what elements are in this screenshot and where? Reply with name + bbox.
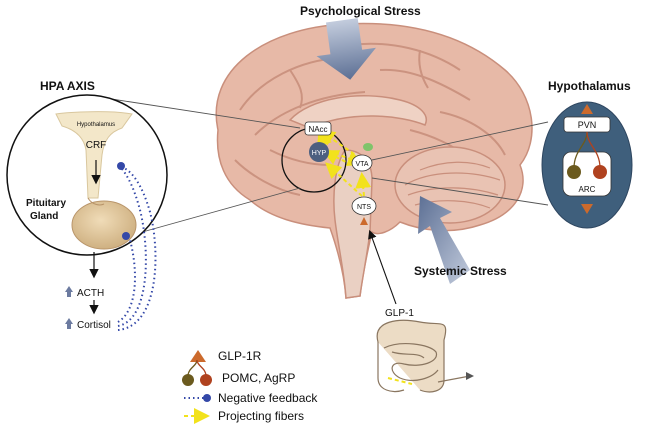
legend-feedback-dot xyxy=(203,394,211,402)
acth-label: ACTH xyxy=(77,288,104,299)
legend-glp1r-label: GLP-1R xyxy=(218,349,262,363)
legend-feedback-label: Negative feedback xyxy=(218,391,318,405)
legend-projecting-label: Projecting fibers xyxy=(218,409,304,423)
pvn-label: PVN xyxy=(578,120,597,130)
negative-feedback-lines xyxy=(117,165,157,331)
hpa-hypothalamus-shape xyxy=(55,111,133,199)
pituitary-label: Pituitary xyxy=(26,198,66,209)
hpa-axis-title: HPA AXIS xyxy=(40,79,95,93)
node-nts: NTS xyxy=(351,196,377,216)
gland-label: Gland xyxy=(30,211,58,222)
feedback-dot-pituitary xyxy=(122,232,130,240)
pituitary-gland xyxy=(71,200,137,250)
pvn-glp1r-triangle xyxy=(581,104,593,114)
legend-pomc-agrp-icon xyxy=(182,359,212,386)
legend-pomc-agrp-label: POMC, AgRP xyxy=(222,371,295,385)
nts-glp1r-triangle xyxy=(360,217,368,225)
connector-lines xyxy=(104,97,549,237)
legend: GLP-1R POMC, AgRP Negative feedback Proj… xyxy=(182,349,318,424)
node-hyp: HYP xyxy=(309,142,329,162)
feedback-dot-hypothalamus xyxy=(117,162,125,170)
hypothalamus-title: Hypothalamus xyxy=(548,79,631,93)
arc-glp1r-triangle xyxy=(581,204,593,214)
glp1-to-nts-arrow xyxy=(368,229,397,305)
brain xyxy=(215,22,533,299)
psychological-stress-label: Psychological Stress xyxy=(300,4,421,18)
nts-label: NTS xyxy=(357,204,371,211)
cortisol-label: Cortisol xyxy=(77,320,111,331)
glp1-label: GLP-1 xyxy=(385,308,414,319)
arc-label: ARC xyxy=(579,185,596,194)
nacc-label: NAcc xyxy=(308,125,327,134)
arc-agrp-neuron xyxy=(593,165,607,179)
node-nacc: NAcc xyxy=(304,121,332,136)
systemic-stress-label: Systemic Stress xyxy=(414,264,507,278)
psychological-stress-arrow xyxy=(316,18,376,80)
hyp-label: HYP xyxy=(312,150,327,157)
arc-pomc-neuron xyxy=(567,165,581,179)
projection-fibers xyxy=(317,129,372,197)
hpa-hypothalamus-label: Hypothalamus xyxy=(77,122,115,128)
green-nucleus xyxy=(363,143,373,151)
cortisol-up-icon xyxy=(65,318,73,329)
crf-label: CRF xyxy=(86,140,107,151)
vta-label: VTA xyxy=(355,161,368,168)
acth-up-icon xyxy=(65,286,73,297)
node-vta: VTA xyxy=(351,154,373,172)
systemic-stress-arrow xyxy=(418,196,470,284)
intestine xyxy=(376,319,471,393)
legend-glp1r-icon xyxy=(190,350,206,362)
